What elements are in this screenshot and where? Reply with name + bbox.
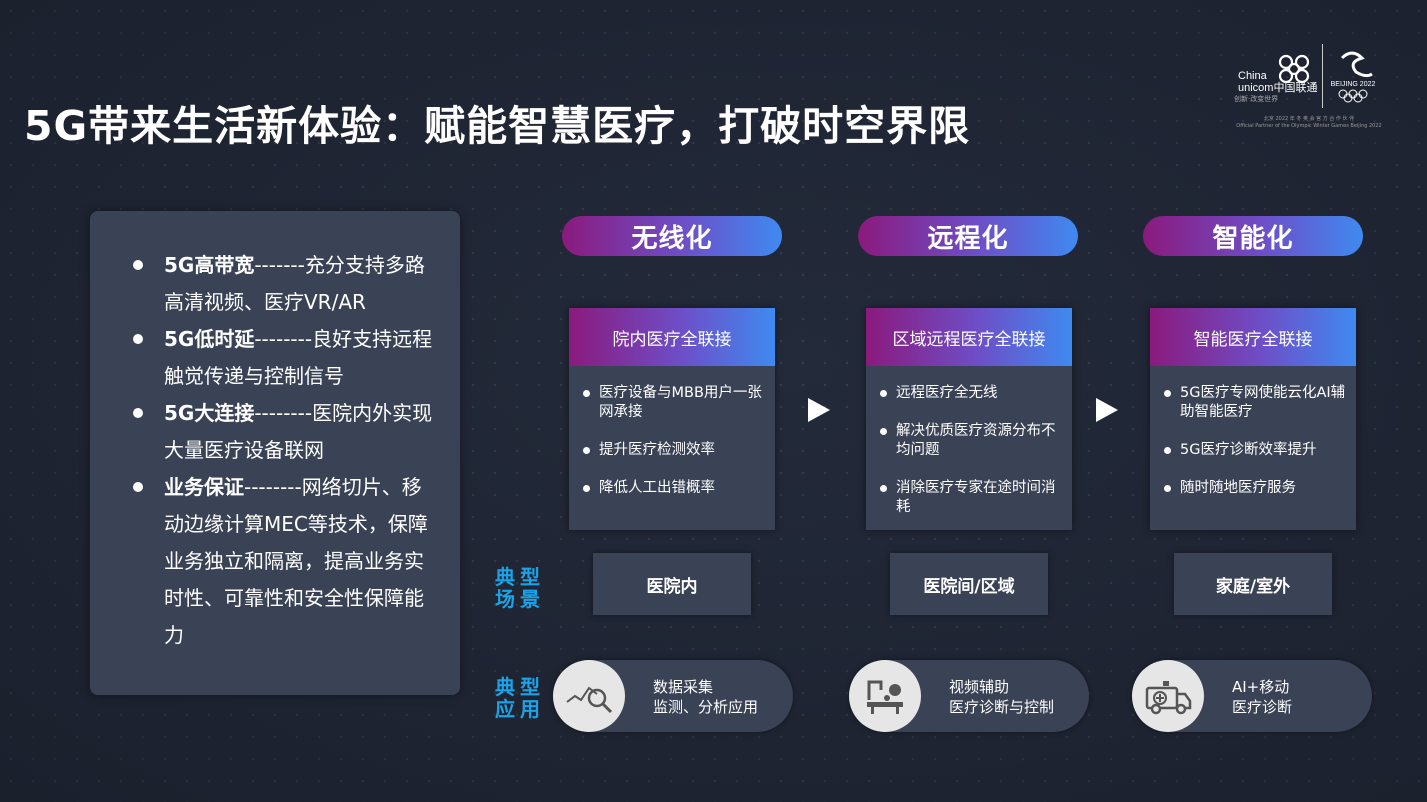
play-arrow-icon [1096,398,1118,422]
pill-wireless: 无线化 [562,216,782,256]
application-card: 视频辅助 医疗诊断与控制 [849,660,1089,732]
features-panel: 5G高带宽-------充分支持多路高清视频、医疗VR/AR 5G低时延----… [90,211,460,695]
ambulance-icon [1132,660,1204,732]
logo-beijing-text: BEIJING 2022 [1331,81,1376,88]
label-typical-scene: 典型场景 [495,565,545,611]
card-point: 随时随地医疗服务 [1162,479,1348,498]
data-analysis-icon [553,660,625,732]
beijing-2022-emblem-icon: BEIJING 2022 [1331,51,1376,103]
card-title: 智能医疗全联接 [1150,308,1356,366]
feature-text: --------网络切片、移动边缘计算MEC等技术，保障业务独立和隔离，提高业务… [164,475,428,647]
card-point: 5G医疗诊断效率提升 [1162,441,1348,460]
feature-text: --------良好支持远程触觉传递与控制信号 [164,327,433,388]
logo-fine-line1: 北京 2022 年 冬 奥 会 官 方 合 作 伙 伴 [1263,116,1355,122]
surgery-robot-icon [849,660,921,732]
card-points: 医疗设备与MBB用户一张网承接 提升医疗检测效率 降低人工出错概率 [569,366,775,498]
scene-box: 家庭/室外 [1174,553,1332,615]
application-line2: 医疗诊断 [1232,698,1293,716]
feature-item: 5G低时延--------良好支持远程触觉传递与控制信号 [130,321,440,395]
card-wireless: 院内医疗全联接 医疗设备与MBB用户一张网承接 提升医疗检测效率 降低人工出错概… [569,308,775,530]
card-point: 医疗设备与MBB用户一张网承接 [581,384,767,422]
feature-text: -------充分支持多路高清视频、医疗VR/AR [164,253,425,314]
play-arrow-icon [808,398,830,422]
feature-item: 业务保证--------网络切片、移动边缘计算MEC等技术，保障业务独立和隔离，… [130,469,440,654]
feature-title: 5G低时延 [164,327,255,351]
feature-title: 5G高带宽 [164,253,255,277]
application-card: AI+移动 医疗诊断 [1132,660,1372,732]
card-title: 区域远程医疗全联接 [866,308,1072,366]
card-point: 降低人工出错概率 [581,479,767,498]
pill-remote: 远程化 [858,216,1078,256]
application-card: 数据采集 监测、分析应用 [553,660,793,732]
scene-box: 医院内 [593,553,751,615]
logo-divider [1322,44,1323,108]
application-line2: 监测、分析应用 [653,698,759,716]
feature-title: 业务保证 [164,475,244,499]
card-point: 解决优质医疗资源分布不均问题 [878,422,1064,460]
application-line2: 医疗诊断与控制 [949,698,1055,716]
application-text: 视频辅助 医疗诊断与控制 [949,677,1054,717]
logo-fine-print: 北京 2022 年 冬 奥 会 官 方 合 作 伙 伴 Official Par… [1234,116,1384,130]
scene-box: 医院间/区域 [890,553,1048,615]
logo-slogan: 创新·改变世界 [1234,95,1279,103]
application-text: 数据采集 监测、分析应用 [653,677,758,717]
application-line1: 数据采集 [653,678,714,696]
application-text: AI+移动 医疗诊断 [1232,677,1292,717]
page-title: 5G带来生活新体验：赋能智慧医疗，打破时空界限 [24,102,971,150]
card-point: 远程医疗全无线 [878,384,1064,403]
card-title: 院内医疗全联接 [569,308,775,366]
card-points: 远程医疗全无线 解决优质医疗资源分布不均问题 消除医疗专家在途时间消耗 [866,366,1072,517]
feature-title: 5G大连接 [164,401,255,425]
feature-text: --------医院内外实现大量医疗设备联网 [164,401,433,462]
feature-item: 5G高带宽-------充分支持多路高清视频、医疗VR/AR [130,247,440,321]
card-point: 5G医疗专网使能云化AI辅助智能医疗 [1162,384,1348,422]
feature-item: 5G大连接--------医院内外实现大量医疗设备联网 [130,395,440,469]
label-typical-application: 典型应用 [495,675,545,721]
card-point: 提升医疗检测效率 [581,441,767,460]
card-points: 5G医疗专网使能云化AI辅助智能医疗 5G医疗诊断效率提升 随时随地医疗服务 [1150,366,1356,498]
feature-list: 5G高带宽-------充分支持多路高清视频、医疗VR/AR 5G低时延----… [130,247,440,654]
card-remote: 区域远程医疗全联接 远程医疗全无线 解决优质医疗资源分布不均问题 消除医疗专家在… [866,308,1072,530]
application-line1: AI+移动 [1232,678,1290,696]
china-unicom-knot-icon [1278,54,1310,84]
pill-intelligent: 智能化 [1143,216,1363,256]
card-point: 消除医疗专家在途时间消耗 [878,479,1064,517]
application-line1: 视频辅助 [949,678,1010,696]
card-intelligent: 智能医疗全联接 5G医疗专网使能云化AI辅助智能医疗 5G医疗诊断效率提升 随时… [1150,308,1356,530]
logo-fine-line2: Official Partner of the Olympic Winter G… [1236,123,1382,129]
logo-unicom-text: unicom中国联通 [1238,82,1318,94]
sponsor-logo: China unicom中国联通 创新·改变世界 BEIJING 2022 北京… [1234,40,1384,136]
logo-china-text: China [1238,70,1267,82]
unicom-wordmark: China unicom中国联通 [1238,70,1317,94]
